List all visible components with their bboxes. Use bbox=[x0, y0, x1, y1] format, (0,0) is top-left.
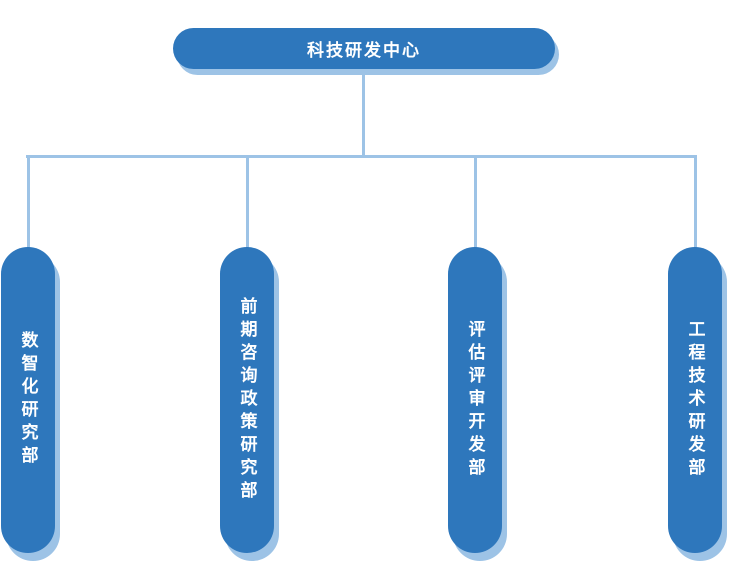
dept-node-engineering-technology-rd[interactable]: 工程技术研发部 bbox=[668, 247, 722, 553]
dept-node-preliminary-consulting-policy-research[interactable]: 前期咨询政策研究部 bbox=[220, 247, 274, 553]
connector-drop-dept-1 bbox=[27, 156, 30, 251]
org-root-label: 科技研发中心 bbox=[307, 41, 421, 60]
connector-root-stem bbox=[362, 68, 365, 157]
connector-horizontal-bar bbox=[26, 155, 697, 158]
connector-drop-dept-3 bbox=[474, 156, 477, 251]
dept-node-digital-intelligence-research[interactable]: 数智化研究部 bbox=[1, 247, 55, 553]
dept-label: 评估评审开发部 bbox=[465, 319, 485, 481]
dept-label: 工程技术研发部 bbox=[685, 319, 705, 481]
connector-drop-dept-4 bbox=[694, 156, 697, 251]
org-root-node[interactable]: 科技研发中心 bbox=[173, 28, 555, 69]
dept-label: 数智化研究部 bbox=[18, 331, 38, 469]
dept-label: 前期咨询政策研究部 bbox=[237, 296, 257, 504]
connector-drop-dept-2 bbox=[246, 156, 249, 251]
dept-node-evaluation-review-development[interactable]: 评估评审开发部 bbox=[448, 247, 502, 553]
